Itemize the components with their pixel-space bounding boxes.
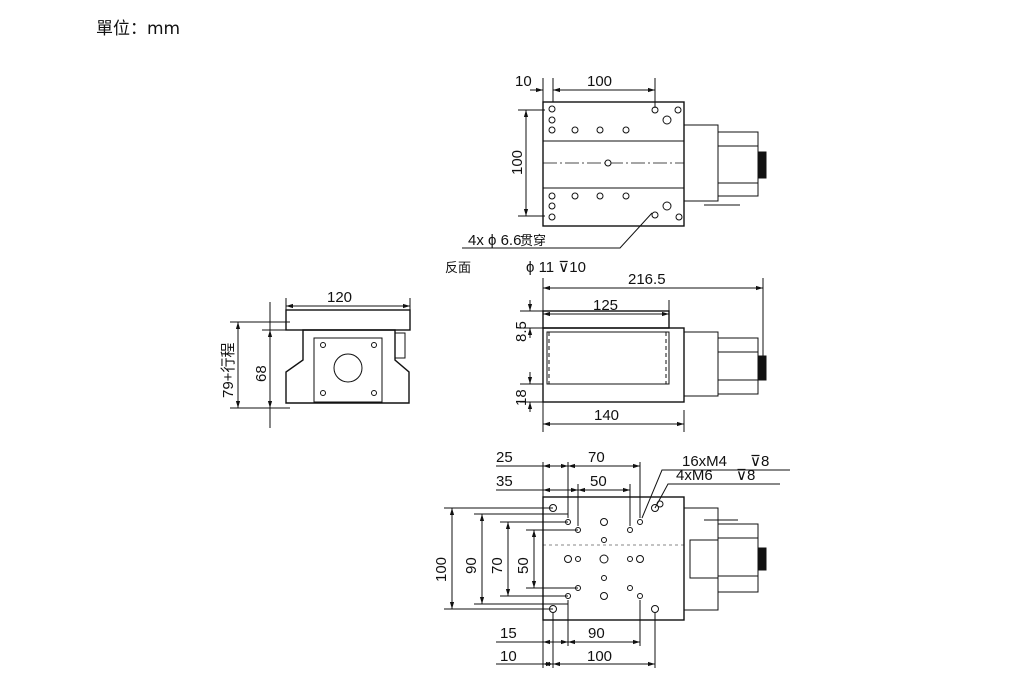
bottom-view-thread-m6-depth: ⊽8 bbox=[736, 467, 755, 484]
bottom-view-dim-50-top: 50 bbox=[590, 473, 607, 490]
front-view-dim-top-height: 8.5 bbox=[513, 321, 530, 342]
bottom-view-dim-70-left: 70 bbox=[489, 557, 506, 574]
bottom-view-thread-m4: 16xM4 bbox=[682, 453, 727, 470]
bottom-view-dim-100-left: 100 bbox=[433, 557, 450, 582]
bottom-view-dim-50-left: 50 bbox=[515, 557, 532, 574]
bottom-view-dim-10: 10 bbox=[500, 648, 517, 665]
top-view-dim-width: 100 bbox=[587, 73, 612, 90]
top-view-counterbore-prefix: 反面 bbox=[445, 261, 471, 276]
bottom-view-dim-100-bottom: 100 bbox=[587, 648, 612, 665]
top-view-dim-height: 100 bbox=[509, 150, 526, 175]
bottom-view-dim-35: 35 bbox=[496, 473, 513, 490]
top-view-dim-offset: 10 bbox=[515, 73, 532, 90]
front-view-dim-base-height: 18 bbox=[513, 389, 530, 406]
side-view-dim-stroke: 79+行程 bbox=[220, 343, 237, 398]
top-view-hole-note-suffix: 贯穿 bbox=[520, 233, 546, 249]
side-view-dim-height: 68 bbox=[253, 365, 270, 382]
side-view-table bbox=[285, 309, 411, 331]
bottom-view-dim-70-top: 70 bbox=[588, 449, 605, 466]
side-view bbox=[230, 298, 411, 428]
top-view bbox=[462, 78, 767, 249]
front-view bbox=[520, 278, 767, 432]
side-view-motor-flange bbox=[313, 337, 383, 403]
front-view-dim-table-length: 125 bbox=[593, 297, 618, 314]
bottom-view-dim-90-left: 90 bbox=[463, 557, 480, 574]
top-view-coupling bbox=[683, 124, 719, 202]
side-view-body bbox=[285, 329, 410, 404]
bottom-view-dim-25: 25 bbox=[496, 449, 513, 466]
top-view-motor bbox=[717, 131, 759, 197]
front-view-body bbox=[542, 327, 685, 403]
top-view-counterbore-note: ϕ 11 ⊽10 bbox=[526, 259, 586, 276]
top-view-hole-note: 4x ϕ 6.6 bbox=[468, 232, 521, 249]
bottom-view-thread-m6: 4xM6 bbox=[676, 467, 713, 484]
bottom-view-thread-m4-depth: ⊽8 bbox=[750, 453, 769, 470]
front-view-dim-body-length: 140 bbox=[594, 407, 619, 424]
front-view-dim-overall-length: 216.5 bbox=[628, 271, 666, 288]
unit-label: 單位：mm bbox=[96, 19, 181, 39]
side-view-dim-table-width: 120 bbox=[327, 289, 352, 306]
bottom-view bbox=[444, 462, 790, 668]
bottom-view-dim-15: 15 bbox=[500, 625, 517, 642]
bottom-view-dim-90-bottom: 90 bbox=[588, 625, 605, 642]
